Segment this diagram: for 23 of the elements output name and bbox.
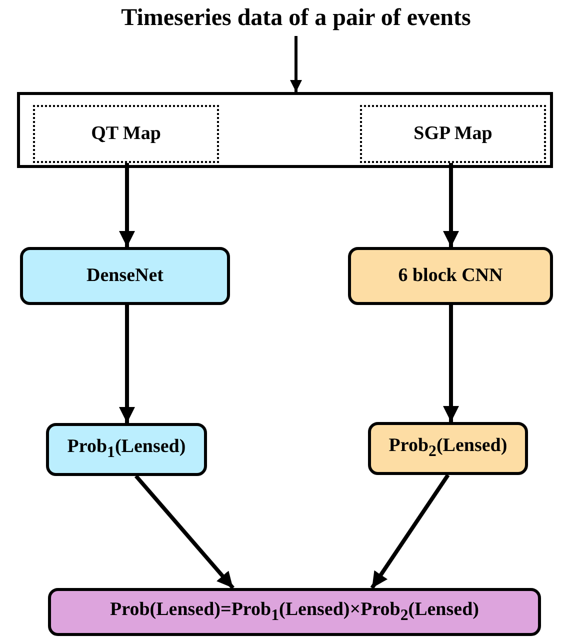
- box-label: 6 block CNN: [398, 266, 503, 286]
- box-label: SGP Map: [414, 124, 492, 144]
- arrow: [370, 474, 450, 590]
- map-box: [360, 105, 546, 163]
- model-box: [348, 247, 553, 305]
- result-box: [48, 588, 541, 636]
- container-box: [17, 92, 553, 168]
- map-box: [33, 105, 219, 163]
- box-label: DenseNet: [86, 266, 164, 286]
- arrow: [443, 163, 459, 247]
- arrow: [443, 305, 459, 422]
- box-label: Prob$_{1}$(Lensed): [67, 437, 186, 462]
- arrow: [290, 36, 302, 92]
- model-box: [20, 247, 230, 305]
- probability-box: [46, 423, 207, 476]
- box-label: Prob(Lensed)=Prob$_{1}$(Lensed)×Prob$_{2}$(Lensed): [110, 600, 479, 624]
- arrow: [134, 474, 235, 590]
- box-label: Prob$_{2}$(Lensed): [388, 436, 508, 461]
- arrow: [119, 163, 135, 247]
- probability-box: [368, 422, 528, 475]
- heading-text: Timeseries data of a pair of events: [121, 4, 471, 32]
- arrow: [119, 305, 135, 423]
- box-label: QT Map: [91, 124, 161, 144]
